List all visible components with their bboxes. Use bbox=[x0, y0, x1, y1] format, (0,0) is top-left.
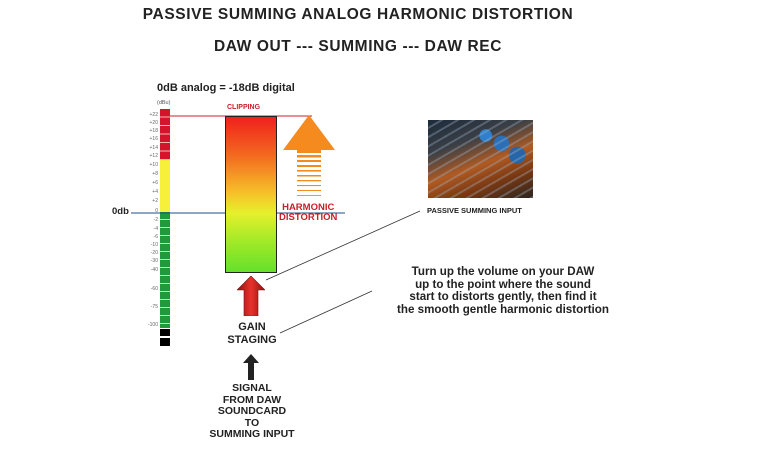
black-up-arrow-icon bbox=[243, 354, 259, 380]
clipping-label: CLIPPING bbox=[227, 104, 261, 111]
signal-source-label: SIGNAL FROM DAW SOUNDCARD TO SUMMING INP… bbox=[190, 382, 314, 441]
instruction-text: Turn up the volume on your DAW up to the… bbox=[358, 265, 648, 316]
photo-caption: PASSIVE SUMMING INPUT bbox=[427, 206, 522, 215]
tick-label: +16 bbox=[149, 136, 158, 142]
harmonic-label: HARMONIC bbox=[282, 202, 335, 213]
orange-up-arrow-icon bbox=[283, 115, 335, 196]
red-up-arrow-icon bbox=[237, 276, 265, 316]
tick-label: -30 bbox=[150, 258, 158, 264]
meter-segment-red bbox=[160, 109, 170, 160]
meter-caption: 0dB analog = -18dB digital bbox=[157, 82, 295, 94]
summing-board-photo bbox=[428, 120, 533, 198]
tick-label: -2 bbox=[153, 217, 158, 223]
instruction-line: the smooth gentle harmonic distortion bbox=[397, 302, 609, 316]
meter-segment-black bbox=[160, 329, 170, 336]
tick-label: +12 bbox=[149, 153, 158, 159]
tick-label: +20 bbox=[149, 120, 158, 126]
tick-label: -20 bbox=[150, 250, 158, 256]
gain-staging-label: GAIN STAGING bbox=[215, 321, 289, 346]
harmonic-distortion-label: HARMONIC DISTORTION bbox=[279, 203, 337, 223]
tick-label: +14 bbox=[149, 145, 158, 151]
tick-label: +10 bbox=[149, 162, 158, 168]
tick-label: 0 bbox=[155, 208, 158, 214]
meter-segment-green bbox=[160, 212, 170, 328]
signal-line: SOUNDCARD bbox=[217, 405, 287, 418]
signal-line: SUMMING INPUT bbox=[209, 428, 295, 441]
meter-unit: (dBu) bbox=[157, 100, 171, 106]
tick-label: -60 bbox=[150, 286, 158, 292]
meter-scale: +22 +20 +18 +16 +14 +12 +10 +8 +6 +4 +2 … bbox=[130, 108, 158, 348]
tick-label: +4 bbox=[152, 189, 158, 195]
tick-label: -75 bbox=[150, 304, 158, 310]
meter-segment-yellow bbox=[160, 160, 170, 212]
zero-db-label: 0db bbox=[112, 206, 129, 217]
signal-line: SIGNAL bbox=[232, 382, 272, 394]
tick-label: -100 bbox=[147, 322, 158, 328]
page-subtitle: DAW OUT --- SUMMING --- DAW REC bbox=[213, 38, 503, 55]
tick-label: +2 bbox=[152, 198, 158, 204]
signal-line: TO bbox=[244, 416, 260, 429]
tick-label: +8 bbox=[152, 171, 158, 177]
tick-label: -10 bbox=[150, 242, 158, 248]
instruction-line: start to distorts gently, then find it bbox=[409, 290, 597, 304]
instruction-line: up to the point where the sound bbox=[415, 277, 591, 291]
level-meter bbox=[160, 109, 170, 346]
signal-line: FROM DAW bbox=[222, 393, 282, 406]
instruction-line: Turn up the volume on your DAW bbox=[411, 265, 595, 278]
tick-label: +22 bbox=[149, 112, 158, 118]
tick-label: +18 bbox=[149, 128, 158, 134]
tick-label: -4 bbox=[153, 226, 158, 232]
tick-label: -6 bbox=[153, 234, 158, 240]
tick-label: -40 bbox=[150, 267, 158, 273]
distortion-gauge bbox=[225, 116, 277, 273]
meter-segment-black bbox=[160, 338, 170, 346]
distortion-label: DISTORTION bbox=[279, 211, 338, 223]
gain-label: GAIN bbox=[238, 321, 266, 333]
tick-label: +6 bbox=[152, 180, 158, 186]
page-title: PASSIVE SUMMING ANALOG HARMONIC DISTORTI… bbox=[142, 6, 574, 23]
staging-label: STAGING bbox=[227, 333, 277, 346]
